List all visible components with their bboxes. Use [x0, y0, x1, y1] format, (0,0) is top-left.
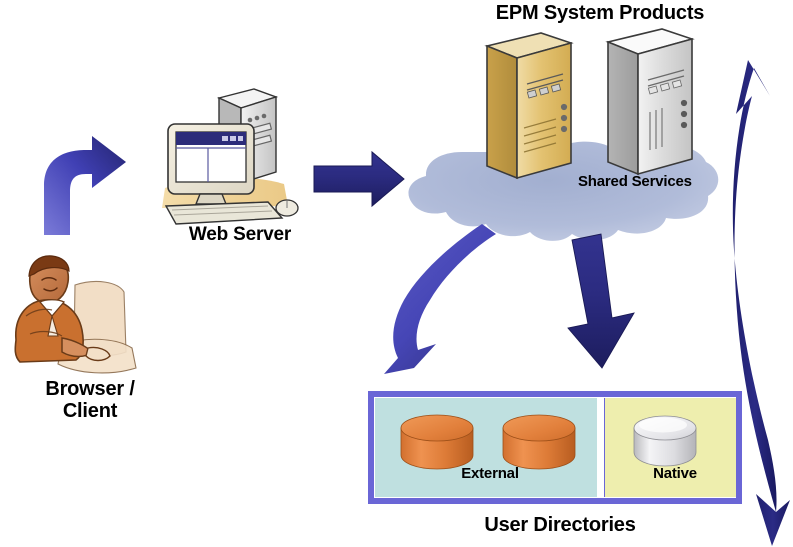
external-directory-label: External	[461, 465, 519, 482]
epm-to-user-directories-arrow	[384, 224, 496, 374]
user-directories-label: User Directories	[484, 514, 636, 536]
browser-to-web-server-arrow	[44, 136, 126, 235]
desktop-computer-icon	[162, 88, 299, 225]
person-at-computer-icon	[14, 255, 137, 374]
web-server-label: Web Server	[188, 224, 292, 245]
native-directory-label: Native	[653, 465, 697, 482]
shared-services-to-user-directories-arrow	[567, 233, 635, 369]
server-tower-gray-icon	[605, 28, 695, 176]
browser-client-label: Browser / Client	[45, 378, 135, 423]
page-title: EPM System Products	[495, 2, 705, 24]
server-tower-gold-icon	[484, 32, 574, 180]
web-server-to-epm-arrow	[313, 150, 405, 208]
epm-user-directories-bidirectional-arc	[732, 60, 790, 546]
shared-services-label: Shared Services	[578, 173, 692, 190]
